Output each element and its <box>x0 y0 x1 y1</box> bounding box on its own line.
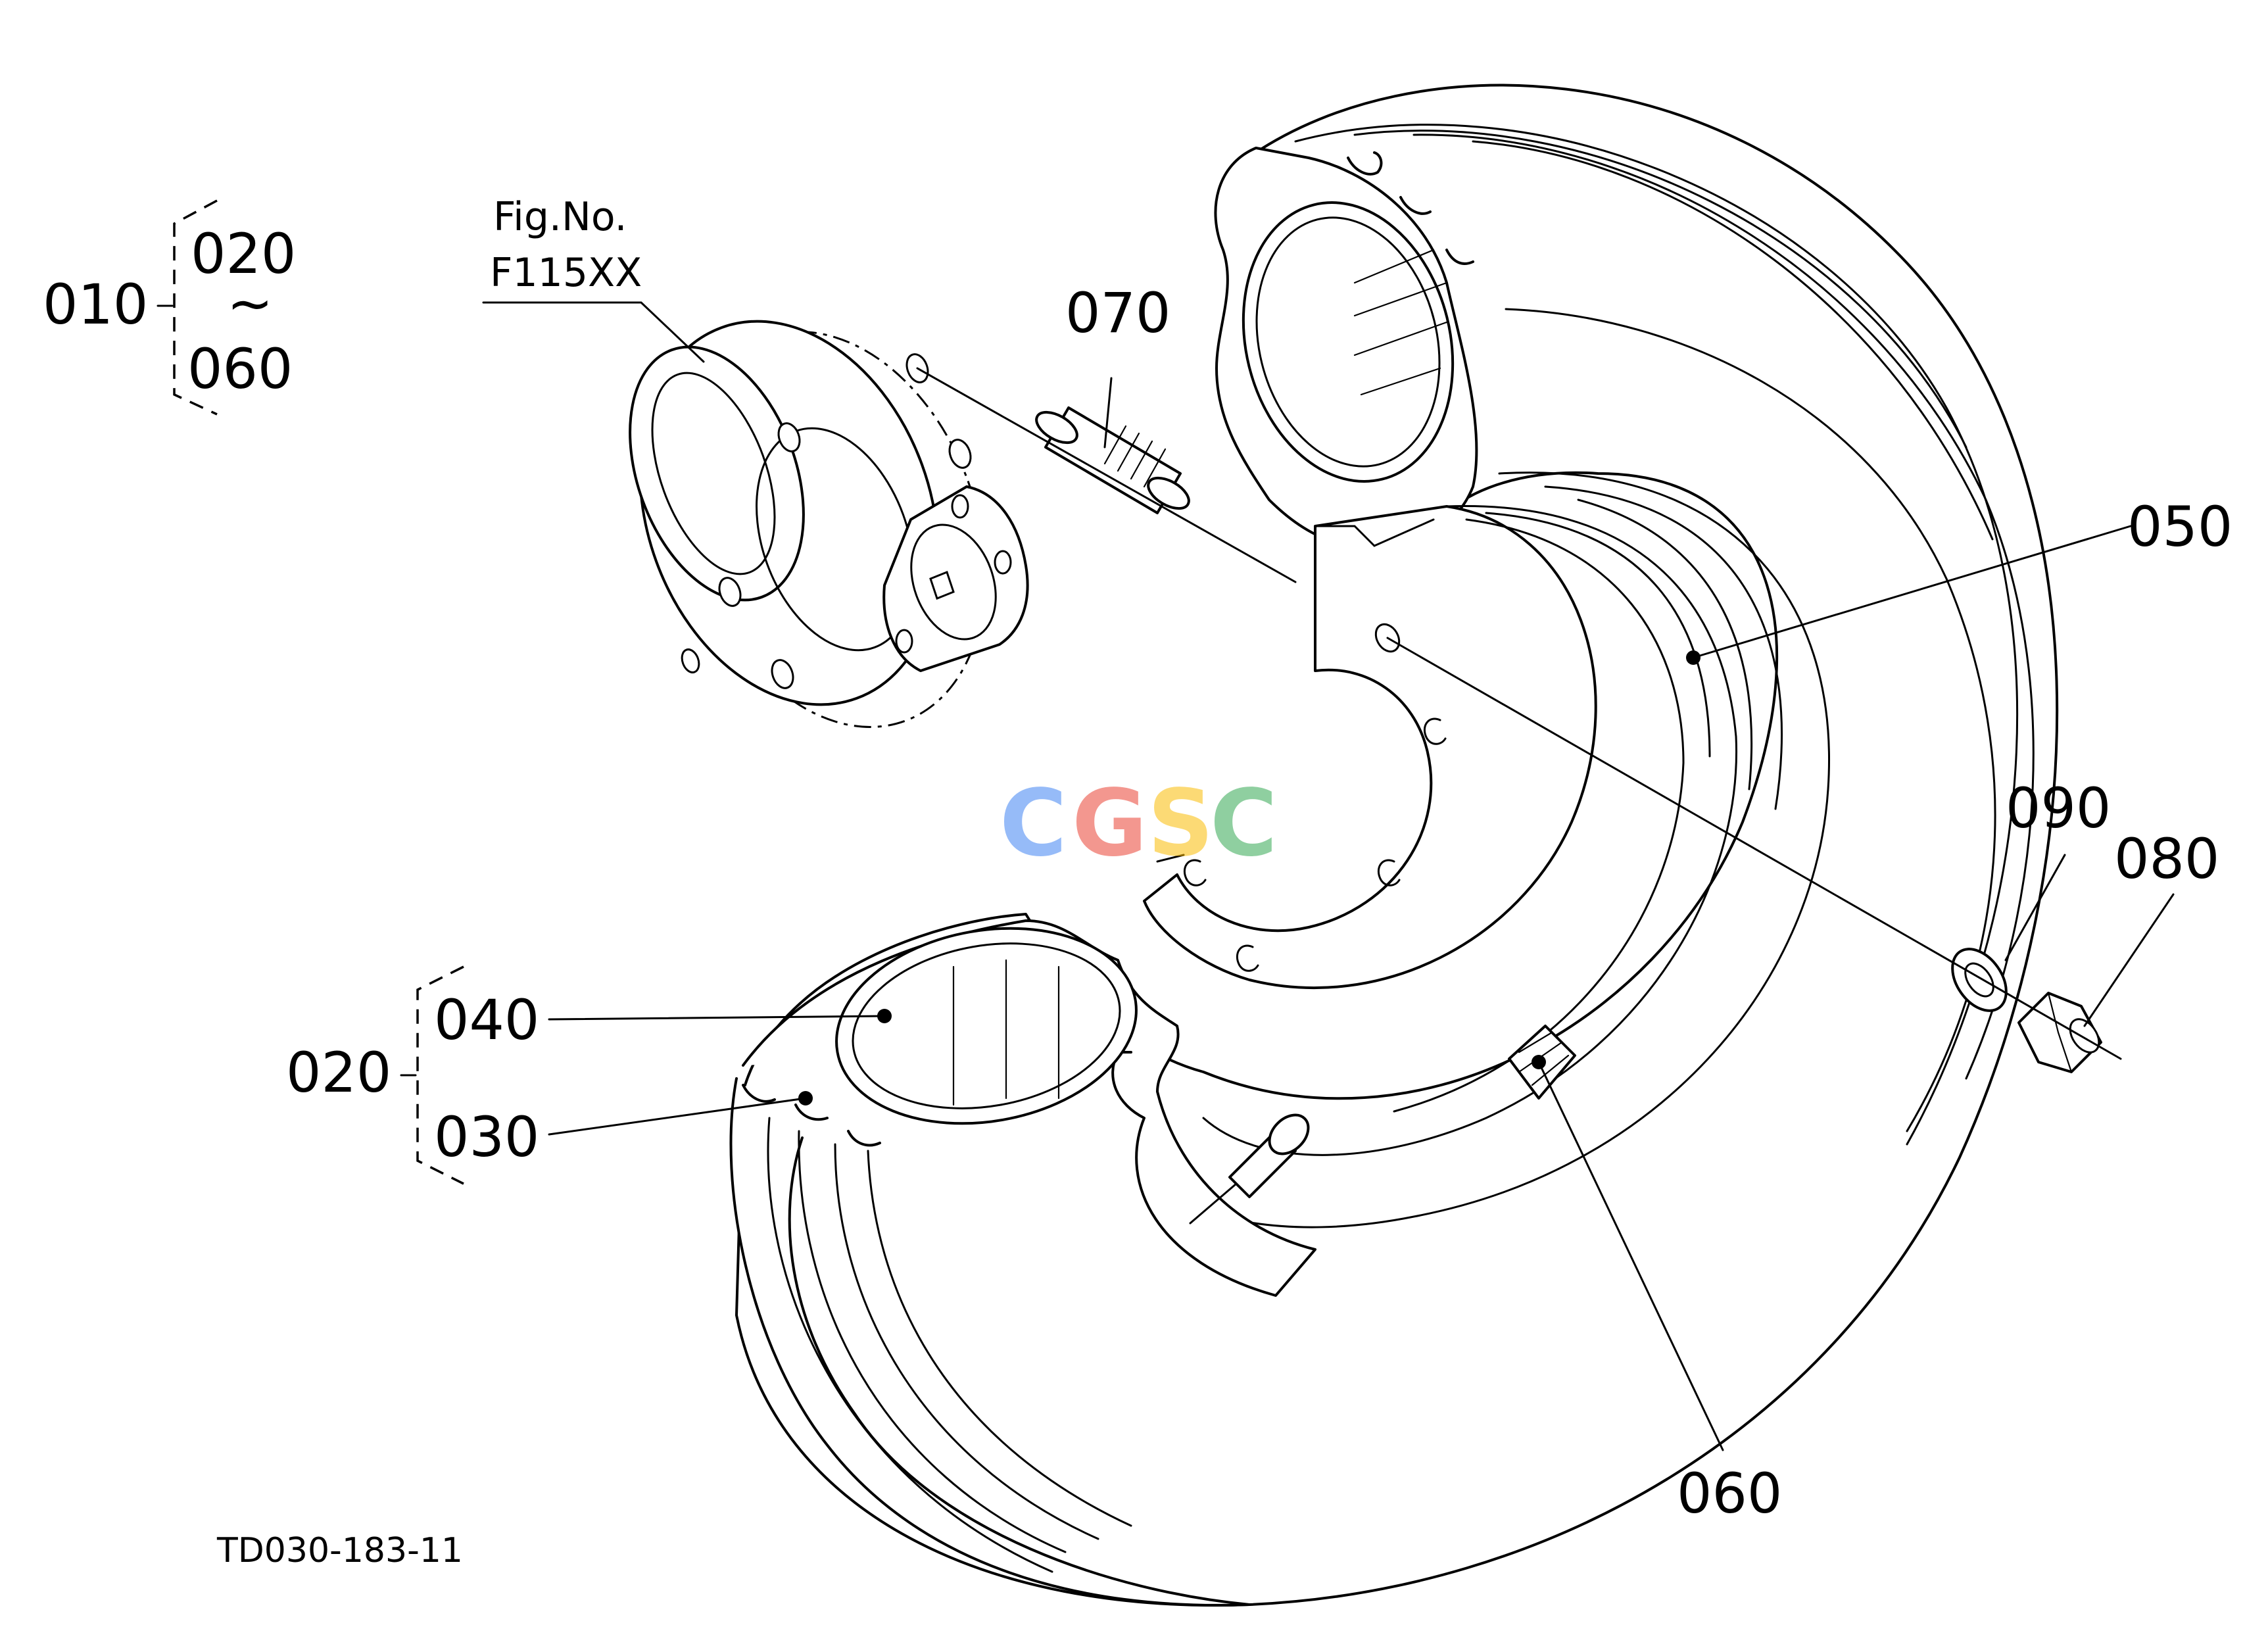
label-010-child-060: 060 <box>187 337 293 401</box>
label-080: 080 <box>2114 827 2219 891</box>
cgsc-watermark: C G S C <box>1000 770 1278 877</box>
fig-ref-line2: F115XX <box>490 250 642 296</box>
washer-090 <box>1951 948 2008 1012</box>
stud-bolt-070 <box>1035 406 1190 514</box>
nut-080 <box>2017 992 2102 1073</box>
svg-text:G: G <box>1072 770 1147 877</box>
label-070: 070 <box>1065 281 1170 345</box>
label-090: 090 <box>2006 776 2111 840</box>
tire-upper-body <box>735 84 2059 1607</box>
label-010: 010 <box>43 272 148 337</box>
tire-lower-cross-section <box>835 927 1138 1125</box>
svg-text:S: S <box>1147 770 1214 877</box>
drawing-code: TD030-183-11 <box>216 1531 463 1570</box>
wheel-hub <box>629 320 1029 728</box>
label-050: 050 <box>2127 495 2232 559</box>
svg-text:C: C <box>1000 770 1067 877</box>
fig-ref-line1: Fig.No. <box>493 194 627 240</box>
tire-upper-cross-section <box>1214 147 1478 549</box>
label-020: 020 <box>286 1040 391 1105</box>
label-030: 030 <box>434 1105 539 1169</box>
svg-text:C: C <box>1210 770 1278 877</box>
leader-lines <box>482 301 2175 1451</box>
group-010-bracket <box>157 199 218 416</box>
group-020-bracket <box>400 965 464 1185</box>
label-040: 040 <box>434 988 539 1052</box>
label-060: 060 <box>1677 1461 1782 1526</box>
valve-stem <box>1189 1113 1310 1225</box>
label-010-range-sep: ~ <box>227 271 273 335</box>
label-010-child-020: 020 <box>191 222 296 286</box>
assembly-axis-lines <box>916 367 2122 1060</box>
